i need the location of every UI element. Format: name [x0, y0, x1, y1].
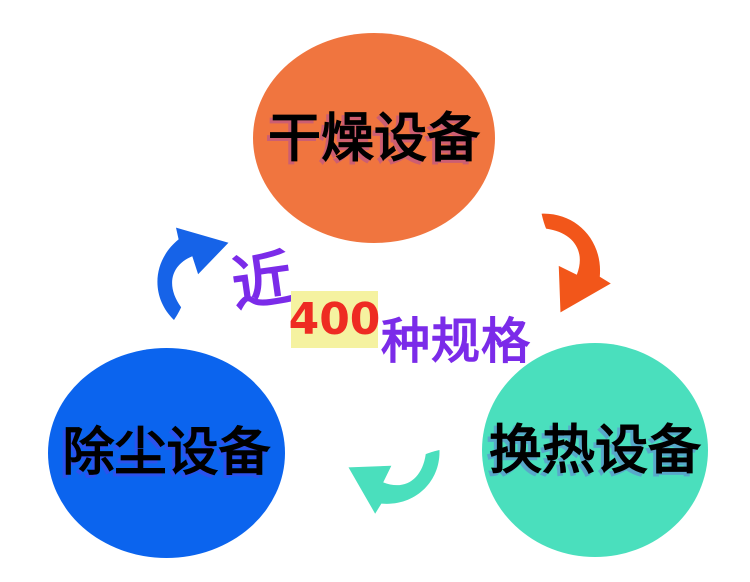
center-caption-prefix: 近: [227, 243, 297, 321]
curved-swoosh-arrow-icon: [504, 200, 621, 321]
node-heat-exchange-equipment: 换热设备: [482, 343, 708, 557]
curved-swoosh-arrow-icon: [153, 226, 229, 325]
node-drying-label: 干燥设备: [268, 107, 480, 169]
cycle-arrow-bottom-icon: [325, 397, 463, 536]
center-caption-suffix: 种规格: [381, 313, 532, 370]
center-caption-count: 400: [288, 293, 381, 345]
node-drying-equipment: 干燥设备: [253, 33, 495, 243]
node-dust-removal-equipment: 除尘设备: [48, 348, 285, 558]
node-dust-removal-label: 除尘设备: [62, 423, 271, 483]
center-caption-count-highlight: 400: [288, 291, 381, 348]
curved-swoosh-arrow-icon: [341, 415, 452, 523]
node-heat-exchange-label: 换热设备: [489, 419, 701, 481]
